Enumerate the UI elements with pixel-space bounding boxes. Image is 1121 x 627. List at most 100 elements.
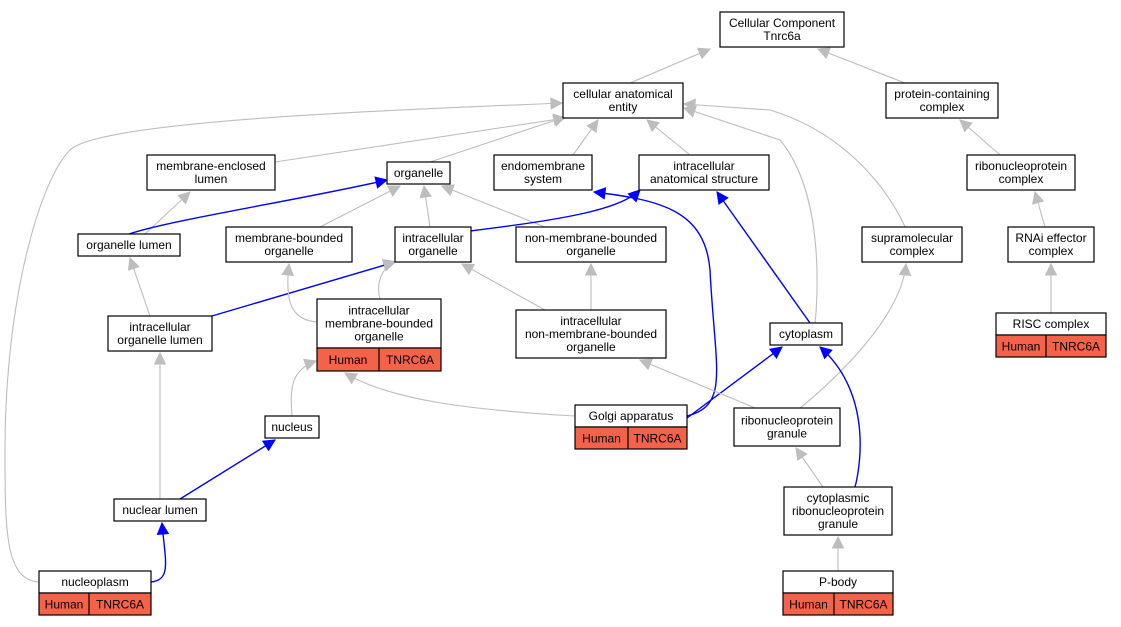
node-imbo[interactable]: intracellularmembrane-boundedorganelleHu…	[316, 298, 442, 372]
edge-arrowhead	[795, 447, 808, 462]
node-box	[225, 226, 353, 263]
edge-imbo-to-mbo	[281, 262, 318, 323]
edge-arrowhead	[382, 259, 397, 272]
node-box	[515, 226, 667, 263]
node-cyto[interactable]: cytoplasm	[769, 322, 843, 346]
node-label: ribonucleoprotein	[792, 504, 884, 518]
edge-rnpg-to-inmbo	[638, 358, 761, 411]
node-label: membrane-enclosed	[156, 159, 265, 173]
edge-arrowhead	[281, 262, 295, 277]
edge-inmbo-to-nmbo	[584, 262, 598, 310]
node-label: endomembrane	[501, 159, 585, 173]
node-nucleus[interactable]: nucleus	[264, 415, 320, 439]
node-label: organelle	[264, 244, 314, 258]
node-label: complex	[1029, 244, 1074, 258]
edge-arrowhead	[586, 119, 599, 134]
edge-line	[629, 48, 711, 84]
edge-arrowhead	[153, 351, 167, 365]
edge-nucleus-to-imbo	[290, 358, 318, 417]
node-label: ribonucleoprotein	[975, 159, 1067, 173]
edge-line	[290, 360, 317, 417]
node-orgl[interactable]: organelle lumen	[77, 233, 181, 257]
node-box	[638, 154, 770, 191]
edge-line	[211, 261, 396, 317]
edge-orgl-to-organelle	[128, 176, 389, 235]
edge-io-to-ias	[469, 189, 641, 232]
annotation-row: Human TNRC6A	[782, 592, 894, 616]
edge-line	[461, 263, 546, 311]
node-label: supramolecular	[871, 231, 953, 245]
node-label: cellular anatomical	[573, 87, 672, 101]
node-label: Cellular Component	[729, 16, 836, 30]
gene-tag: TNRC6A	[839, 598, 887, 612]
node-box	[146, 154, 276, 191]
node-label: complex	[920, 100, 965, 114]
node-label: Golgi apparatus	[589, 409, 674, 423]
node-label: organelle	[394, 166, 444, 180]
edge-arrowhead	[592, 187, 607, 200]
node-label: P-body	[819, 575, 857, 589]
edge-iol-to-orgl	[127, 256, 151, 317]
node-box	[515, 309, 667, 359]
edge-line	[817, 48, 906, 84]
node-label: system	[524, 172, 562, 186]
edge-arrowhead	[584, 262, 598, 276]
gene-tag: TNRC6A	[96, 598, 144, 612]
node-organelle[interactable]: organelle	[386, 161, 451, 185]
node-label: intracellular	[560, 314, 621, 328]
edge-pcc-to-root	[816, 47, 906, 84]
edge-arrowhead	[461, 263, 476, 276]
edge-line	[179, 439, 276, 500]
edge-line	[128, 179, 388, 235]
edge-mbo-to-organelle	[319, 185, 401, 228]
edge-crnpg-to-cyto	[819, 346, 861, 488]
node-label: complex	[890, 244, 935, 258]
annotation-box	[995, 334, 1107, 358]
node-box	[562, 82, 684, 119]
node-label: entity	[609, 100, 638, 114]
node-box	[113, 498, 207, 522]
edge-arrowhead	[374, 176, 389, 189]
node-label: RISC complex	[1013, 317, 1090, 331]
edge-line	[819, 346, 861, 488]
annotation-box	[574, 426, 688, 450]
edge-line	[4, 102, 563, 583]
node-label: nuclear lumen	[122, 503, 197, 517]
node-box	[316, 298, 442, 349]
node-label: organelle lumen	[117, 333, 202, 347]
edge-rnai-to-rnp	[1032, 190, 1046, 228]
edge-arrowhead	[769, 346, 783, 359]
node-box	[1007, 226, 1095, 263]
species-tag: Human	[789, 598, 828, 612]
node-box	[77, 233, 181, 257]
node-nlumen[interactable]: nuclear lumen	[113, 498, 207, 522]
node-label: complex	[999, 172, 1044, 186]
edges-layer	[4, 47, 1058, 583]
node-inmbo[interactable]: intracellularnon-membrane-boundedorganel…	[515, 309, 667, 359]
edge-line	[469, 189, 641, 232]
edge-arrowhead	[177, 191, 191, 205]
